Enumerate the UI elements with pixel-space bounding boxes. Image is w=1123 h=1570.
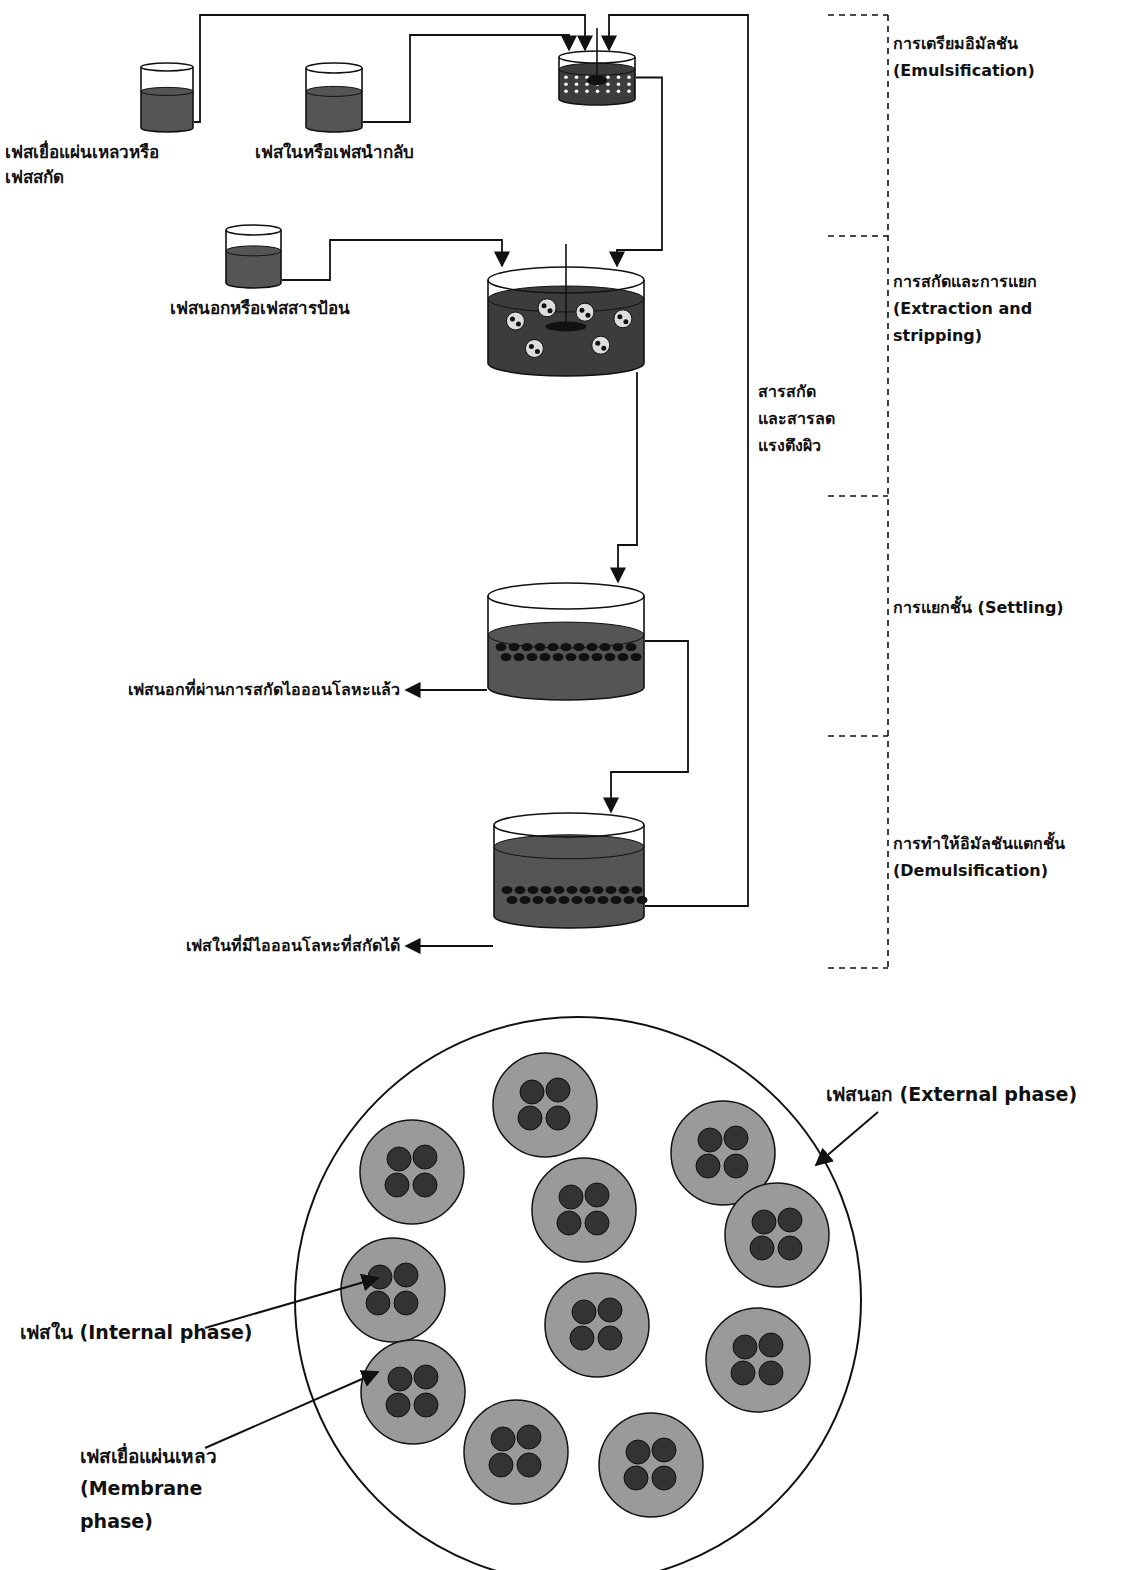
recycle-label: สารสกัด และสารลดแรงตึงผิว bbox=[756, 378, 840, 460]
phase-callout: เฟสนอก (External phase) bbox=[826, 1078, 1116, 1110]
output-label: เฟสในที่มีไอออนโลหะที่สกัดได้ bbox=[186, 932, 400, 959]
flow-connector bbox=[617, 78, 662, 267]
stage-label: การแยกชั้น (Settling) bbox=[893, 594, 1108, 621]
beaker-node: เฟสในหรือเฟสนำกลับ bbox=[255, 62, 455, 165]
beaker bbox=[305, 62, 363, 132]
flow-connector bbox=[363, 35, 569, 122]
phase-callout: เฟสใน (Internal phase) bbox=[20, 1316, 300, 1348]
beaker bbox=[487, 266, 645, 376]
flow-connector bbox=[282, 240, 502, 280]
beaker bbox=[493, 812, 645, 928]
beaker-node bbox=[493, 812, 645, 928]
flow-connector bbox=[609, 15, 748, 906]
beaker bbox=[487, 582, 645, 700]
output-arrow bbox=[406, 689, 487, 691]
beaker-node: เฟสเยื่อแผ่นเหลวหรือ เฟสสกัด bbox=[5, 62, 194, 189]
phase-label: เฟสนอกหรือเฟสสารป้อน bbox=[170, 296, 395, 321]
flow-connector bbox=[618, 372, 637, 582]
phase-label: เฟสในหรือเฟสนำกลับ bbox=[255, 140, 455, 165]
beaker-node: เฟสนอกหรือเฟสสารป้อน bbox=[170, 224, 395, 321]
leader-arrow bbox=[205, 1372, 378, 1448]
leader-arrow bbox=[205, 1278, 378, 1328]
beaker-node bbox=[558, 50, 636, 105]
external-phase-circle bbox=[295, 1017, 861, 1570]
output-label: เฟสนอกที่ผ่านการสกัดไอออนโลหะแล้ว bbox=[128, 676, 400, 703]
stage-label: การเตรียมอิมัลชัน (Emulsification) bbox=[893, 30, 1108, 84]
phase-label: เฟสเยื่อแผ่นเหลวหรือ เฟสสกัด bbox=[5, 140, 185, 189]
phase-callout: เฟสเยื่อแผ่นเหลว (Membrane phase) bbox=[80, 1440, 280, 1537]
stage-label: การสกัดและการแยก (Extraction and strippi… bbox=[893, 268, 1058, 350]
beaker bbox=[225, 224, 282, 288]
stage-bracket bbox=[828, 15, 888, 970]
beaker-node bbox=[487, 266, 645, 376]
flow-connector bbox=[194, 15, 585, 122]
stage-label: การทำให้อิมัลชันแตกชั้น (Demulsification… bbox=[893, 830, 1118, 884]
output-arrow bbox=[406, 945, 493, 947]
beaker bbox=[558, 50, 636, 105]
leader-arrow bbox=[816, 1112, 878, 1165]
emulsion-globules bbox=[341, 1053, 829, 1517]
beaker bbox=[140, 62, 194, 132]
beaker-node bbox=[487, 582, 645, 700]
